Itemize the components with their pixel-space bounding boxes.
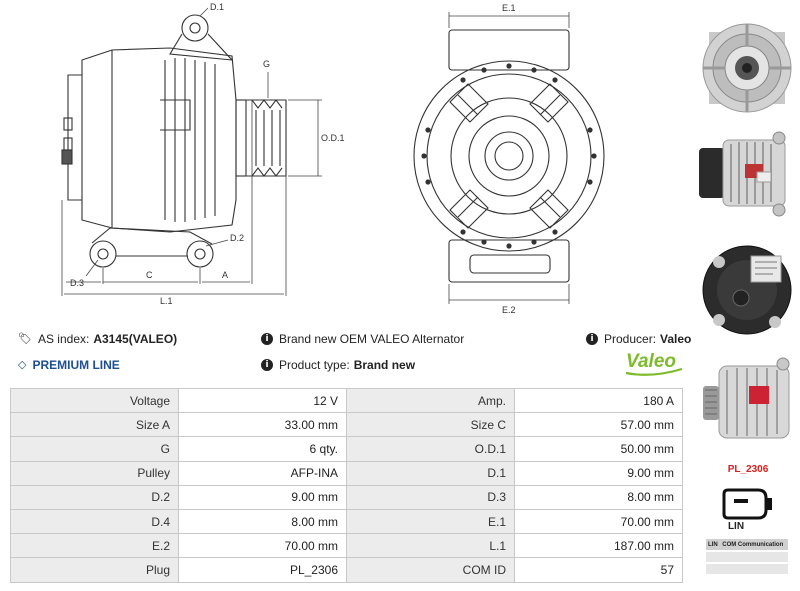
spec-key: Pulley [10,460,179,486]
spec-value: 12 V [178,387,347,414]
producer-label: Producer: [604,332,657,346]
valeo-logo: Valeo [625,351,683,376]
info-icon: i [261,359,273,371]
front-view-holes [421,63,597,249]
com-table-header-lin: LIN [706,539,721,552]
spec-key: E.2 [10,533,179,559]
spec-value: 33.00 mm [178,412,347,438]
spec-value: 8.00 mm [178,508,347,535]
product-description: Brand new OEM VALEO Alternator [279,332,465,346]
plug-connector-icon [722,488,772,520]
com-table-cell [706,563,721,576]
spec-key: E.1 [346,508,515,535]
spec-value: 70.00 mm [514,508,683,535]
spec-key: Plug [10,557,179,583]
svg-text:Valeo: Valeo [626,351,676,372]
spec-value: 9.00 mm [514,460,683,486]
spec-key: Voltage [10,387,179,414]
dim-label-e1: E.1 [502,3,516,13]
technical-drawing: D.1 G O.D.1 D.2 D.3 C A L.1 [61,2,605,315]
spec-value: 6 qty. [178,436,347,462]
spec-key: D.1 [346,460,515,486]
spec-key: D.4 [10,508,179,535]
spec-value: 9.00 mm [178,484,347,510]
plug-type-label: LIN [727,521,745,532]
description-row: i Brand new OEM VALEO Alternator [261,332,464,346]
spec-value: AFP-INA [178,460,347,486]
dim-label-d1: D.1 [210,2,224,12]
spec-value: 57 [514,557,683,583]
spec-key: Size C [346,412,515,438]
producer-value: Valeo [660,332,692,346]
spec-key: D.2 [10,484,179,510]
producer-row: i Producer: Valeo [586,332,691,346]
dim-label-a: A [222,270,228,280]
product-type-value: Brand new [353,358,416,372]
dim-label-od1: O.D.1 [321,133,345,143]
spec-key: COM ID [346,557,515,583]
com-table-cell [706,551,721,564]
spec-value: 50.00 mm [514,436,683,462]
com-table-header-comm: COM Communication [720,539,788,552]
spec-key: O.D.1 [346,436,515,462]
thumbnail-rear[interactable] [697,234,797,346]
dim-label-d2: D.2 [230,233,244,243]
spec-key: Amp. [346,387,515,414]
dim-label-d3: D.3 [70,278,84,288]
com-table-cell [720,563,788,576]
dim-label-g: G [263,59,270,69]
com-table-cell [720,551,788,564]
spec-value: 187.00 mm [514,533,683,559]
spec-key: L.1 [346,533,515,559]
info-icon: i [261,333,273,345]
dim-label-l1: L.1 [160,296,173,306]
as-index-row: 🏷 AS index: A3145(VALEO) [18,332,177,346]
spec-key: Size A [10,412,179,438]
spec-value: 57.00 mm [514,412,683,438]
premium-line-label: PREMIUM LINE [32,358,120,372]
spec-key: D.3 [346,484,515,510]
dim-label-e2: E.2 [502,305,516,315]
image-gallery: PL_2306 LIN LIN COM Communication [697,0,800,591]
product-type-row: i Product type: Brand new [261,358,415,372]
plug-code-label: PL_2306 [727,464,769,475]
thumbnail-angle[interactable] [697,356,797,448]
front-view [413,29,605,283]
side-view [61,14,287,268]
tag-icon: 🏷 [18,332,32,345]
spec-key: G [10,436,179,462]
spec-value: 8.00 mm [514,484,683,510]
thumbnail-side[interactable] [697,128,797,220]
spec-value: 70.00 mm [178,533,347,559]
side-dimensions [61,7,322,296]
premium-line-row: ◇ PREMIUM LINE [18,358,120,372]
dim-label-c: C [146,270,153,280]
spec-value: 180 A [514,387,683,414]
product-type-label: Product type: [279,358,350,372]
as-index-value: A3145(VALEO) [93,332,178,346]
info-icon: i [586,333,598,345]
diamond-icon: ◇ [18,358,27,371]
com-table: LIN COM Communication [706,539,788,576]
front-dimensions [448,12,570,304]
spec-value: PL_2306 [178,557,347,583]
as-index-label: AS index: [37,332,90,346]
thumbnail-front[interactable] [697,4,797,128]
